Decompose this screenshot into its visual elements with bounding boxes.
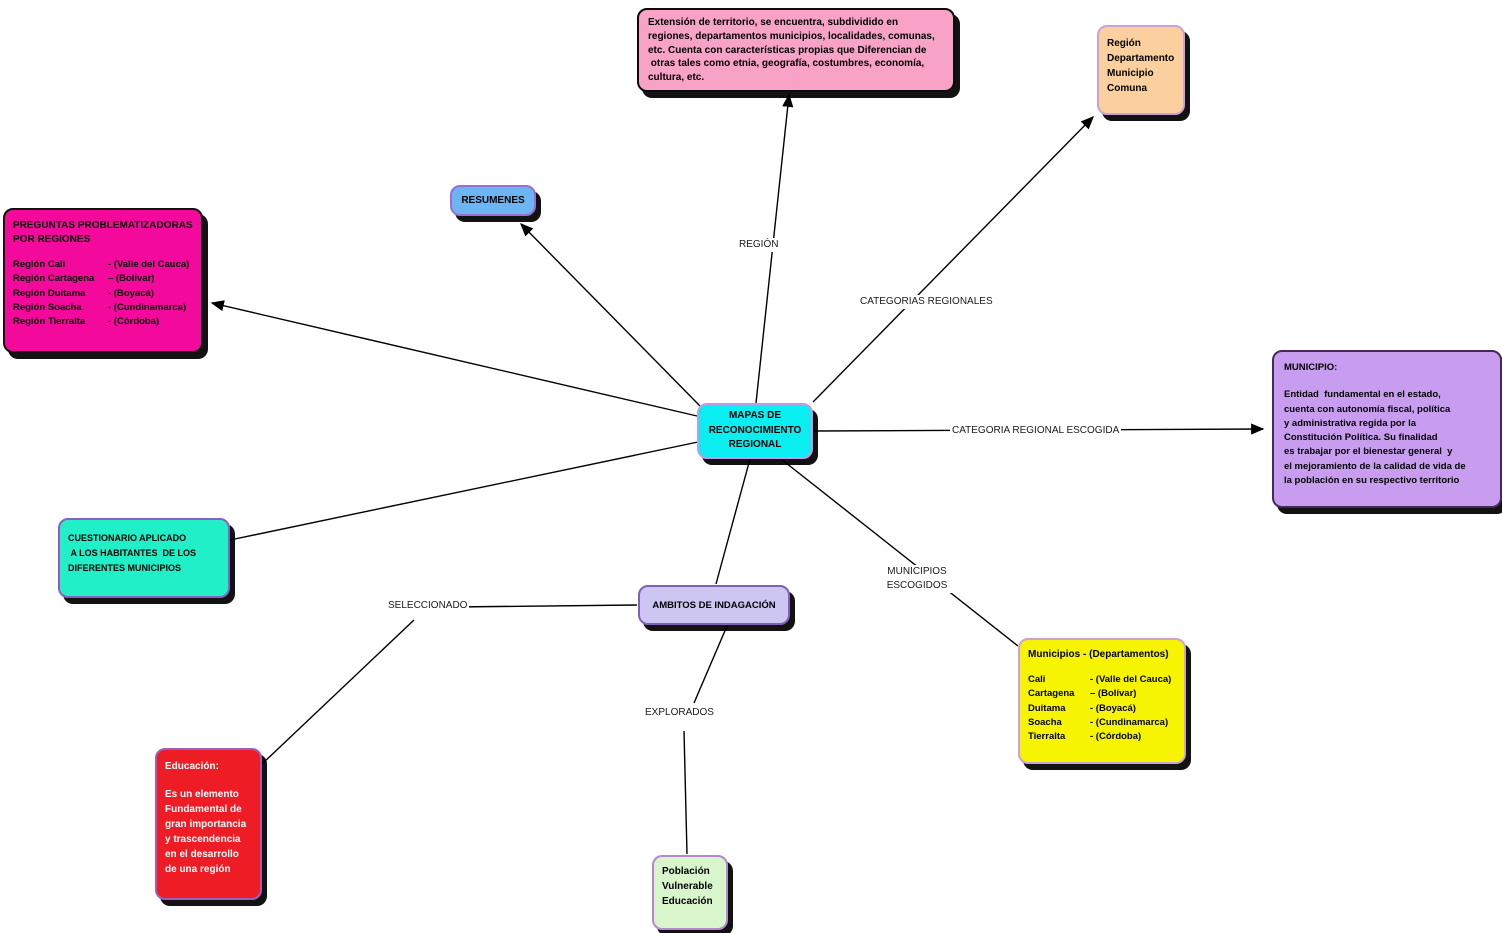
region-department: - (Córdoba) xyxy=(108,316,160,327)
municipio-body: Entidad fundamental en el estado, cuenta… xyxy=(1284,389,1466,486)
edge-ambitos-explorados-a xyxy=(693,625,728,704)
node-municipio-definition[interactable]: MUNICIPIO: Entidad fundamental en el est… xyxy=(1272,350,1502,508)
node-poblacion-vulnerable[interactable]: Población Vulnerable Educación xyxy=(652,855,728,930)
region-list-row: Región Duitama - (Boyacá) xyxy=(13,287,193,301)
node-mapas-reconocimiento-regional[interactable]: MAPAS DE RECONOCIMIENTO REGIONAL xyxy=(697,403,813,459)
region-department: - (Cundinamarca) xyxy=(108,301,187,313)
region-list-row: Región Cartagena – (Bolívar) xyxy=(13,272,193,286)
region-name: Región Cali xyxy=(13,259,66,270)
municipio-department: - (Valle del Cauca) xyxy=(1090,674,1172,685)
edge-central-categorias xyxy=(812,116,1094,403)
edge-label-categoria-regional-escogida: CATEGORIA REGIONAL ESCOGIDA xyxy=(950,424,1122,438)
edge-label-region: REGIÓN xyxy=(737,238,781,252)
node-ambitos-de-indagacion[interactable]: AMBITOS DE INDAGACIÓN xyxy=(638,585,790,625)
municipio-list-row: Cartagena – (Bolívar) xyxy=(1028,687,1176,701)
municipio-list-row: Duitama - (Boyacá) xyxy=(1028,702,1176,716)
municipio-name: Cali xyxy=(1028,674,1046,685)
region-name: Región Soacha xyxy=(13,301,82,313)
region-department: - (Valle del Cauca) xyxy=(108,259,190,270)
edge-seleccionado-educacion-b xyxy=(261,619,415,765)
node-categorias-regionales-list[interactable]: Región Departamento Municipio Comuna xyxy=(1097,25,1185,115)
region-name: Región Tierralta xyxy=(13,316,86,327)
region-list-row: Región Cali - (Valle del Cauca) xyxy=(13,258,193,272)
municipio-list-row: Tierralta - (Córdoba) xyxy=(1028,730,1176,744)
region-department: - (Boyacá) xyxy=(108,287,154,299)
municipio-name: Tierralta xyxy=(1028,731,1066,742)
edge-label-explorados: EXPLORADOS xyxy=(643,706,716,720)
node-preguntas-problematizadoras[interactable]: PREGUNTAS PROBLEMATIZADORAS POR REGIONES… xyxy=(3,208,203,353)
municipio-list-row: Cali - (Valle del Cauca) xyxy=(1028,673,1176,687)
educacion-body: Es un elemento Fundamental de gran impor… xyxy=(165,789,247,875)
edge-explorados-poblacion-b xyxy=(683,730,688,855)
edge-central-municipios-list xyxy=(780,458,1019,647)
municipio-name: Duitama xyxy=(1028,702,1066,714)
municipio-name: Soacha xyxy=(1028,716,1062,728)
educacion-title: Educación: xyxy=(165,761,219,772)
municipio-title: MUNICIPIO: xyxy=(1284,362,1338,373)
preguntas-title: PREGUNTAS PROBLEMATIZADORAS POR REGIONES xyxy=(13,220,193,245)
edge-label-categorias-regionales: CATEGORIAS REGIONALES xyxy=(858,295,995,309)
edge-label-seleccionado: SELECCIONADO xyxy=(386,599,470,613)
region-department: – (Bolívar) xyxy=(108,273,155,285)
municipio-name: Cartagena xyxy=(1028,688,1075,700)
node-resumenes[interactable]: RESUMENES xyxy=(450,185,536,216)
node-educacion-definition[interactable]: Educación: Es un elemento Fundamental de… xyxy=(155,748,262,900)
municipio-department: - (Córdoba) xyxy=(1090,731,1142,742)
municipio-department: - (Boyacá) xyxy=(1090,702,1136,714)
node-territorio-definition[interactable]: Extensión de territorio, se encuentra, s… xyxy=(637,8,955,92)
edge-central-preguntas xyxy=(210,300,698,417)
municipios-title: Municipios - (Departamentos) xyxy=(1028,649,1169,660)
municipio-list-row: Soacha - (Cundinamarca) xyxy=(1028,716,1176,730)
edge-label-municipios-escogidos: MUNICIPIOS ESCOGIDOS xyxy=(877,565,957,593)
region-name: Región Duitama xyxy=(13,287,86,299)
edge-central-resumenes xyxy=(520,223,701,407)
node-municipios-departamentos[interactable]: Municipios - (Departamentos) Cali - (Val… xyxy=(1018,638,1186,764)
edge-ambitos-seleccionado-a xyxy=(451,604,638,608)
edge-central-ambitos xyxy=(715,458,751,585)
edge-central-cuestionario xyxy=(229,441,699,541)
region-list-row: Región Tierralta - (Córdoba) xyxy=(13,315,193,329)
municipio-department: - (Cundinamarca) xyxy=(1090,716,1169,728)
node-cuestionario-aplicado[interactable]: CUESTIONARIO APLICADO A LOS HABITANTES D… xyxy=(58,518,230,598)
municipio-department: – (Bolívar) xyxy=(1090,688,1137,700)
region-name: Región Cartagena xyxy=(13,273,95,285)
region-list-row: Región Soacha - (Cundinamarca) xyxy=(13,301,193,315)
